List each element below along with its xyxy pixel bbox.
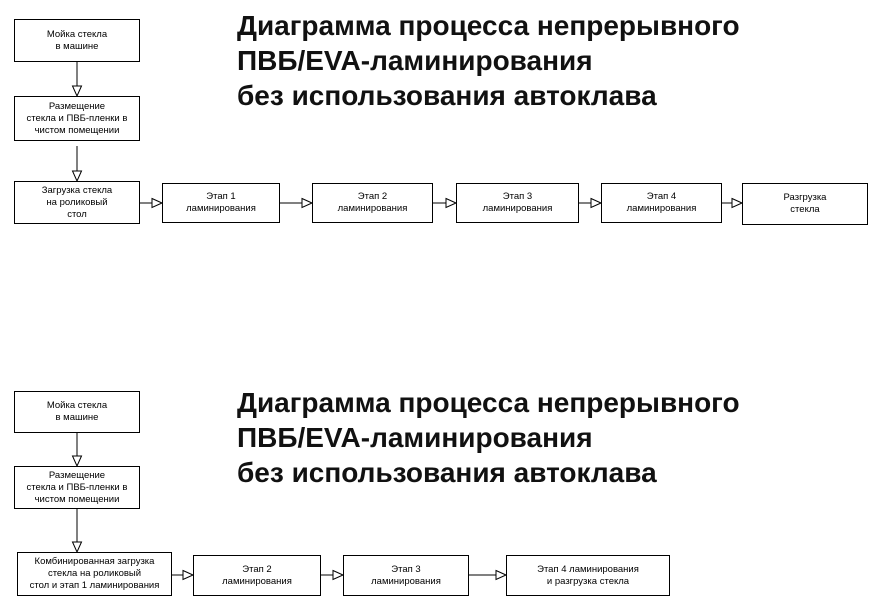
diagram-1-title: Диаграмма процесса непрерывного ПВБ/EVA-… — [237, 8, 740, 113]
diagram-2-title-line-2: ПВБ/EVA-ламинирования — [237, 422, 593, 453]
diagram-2-step-wash: Мойка стекла в машине — [14, 391, 140, 433]
diagram-2-title-line-1: Диаграмма процесса непрерывного — [237, 387, 740, 418]
diagram-2-title: Диаграмма процесса непрерывного ПВБ/EVA-… — [237, 385, 740, 490]
diagram-1-title-line-1: Диаграмма процесса непрерывного — [237, 10, 740, 41]
diagram-2-title-line-3: без использования автоклава — [237, 457, 657, 488]
diagram-1-title-line-3: без использования автоклава — [237, 80, 657, 111]
diagram-1-step-stage-4: Этап 4 ламинирования — [601, 183, 722, 223]
diagram-2-step-stage-4-unload: Этап 4 ламинирования и разгрузка стекла — [506, 555, 670, 596]
diagram-1-step-stage-1: Этап 1 ламинирования — [162, 183, 280, 223]
diagram-2-step-place: Размещение стекла и ПВБ-пленки в чистом … — [14, 466, 140, 509]
diagram-1-step-place: Размещение стекла и ПВБ-пленки в чистом … — [14, 96, 140, 141]
diagram-1-step-stage-2: Этап 2 ламинирования — [312, 183, 433, 223]
diagram-1-step-stage-3: Этап 3 ламинирования — [456, 183, 579, 223]
diagram-2-step-stage-2: Этап 2 ламинирования — [193, 555, 321, 596]
diagram-1-step-wash: Мойка стекла в машине — [14, 19, 140, 62]
diagram-2-step-stage-3: Этап 3 ламинирования — [343, 555, 469, 596]
diagram-1-step-unload: Разгрузка стекла — [742, 183, 868, 225]
diagram-2-step-combined: Комбинированная загрузка стекла на ролик… — [17, 552, 172, 596]
diagram-1-title-line-2: ПВБ/EVA-ламинирования — [237, 45, 593, 76]
